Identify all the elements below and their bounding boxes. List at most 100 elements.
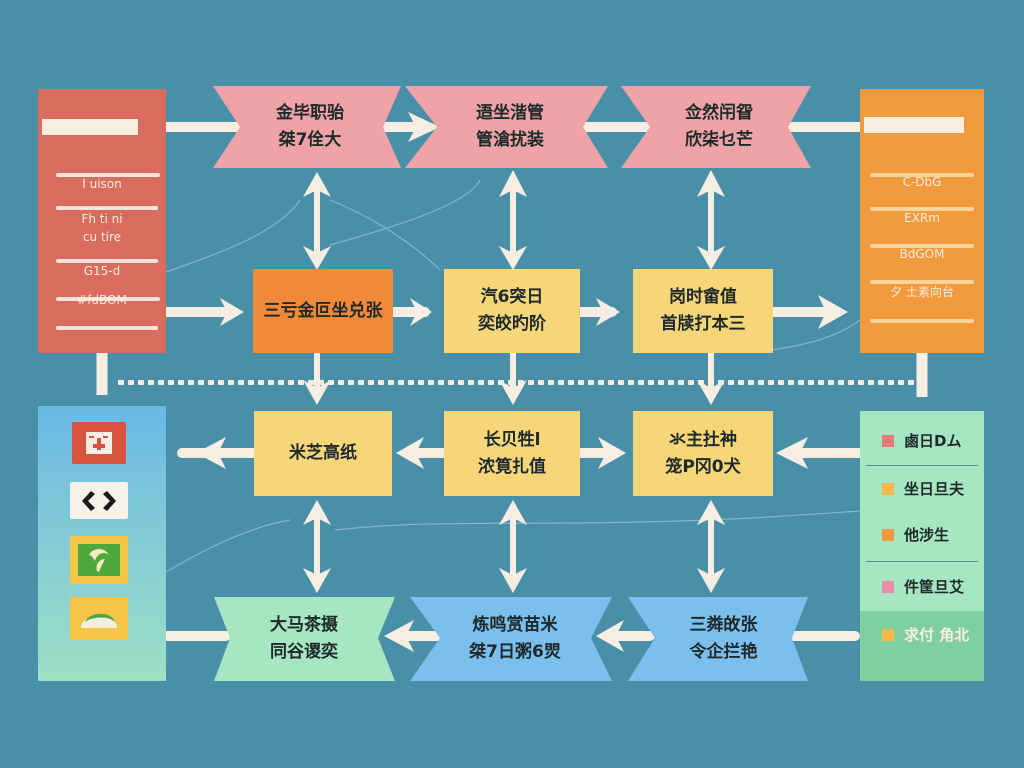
divider-dot [788, 380, 794, 385]
row1-node-2[interactable]: 逜坐湝管 管滄扰装 [437, 86, 583, 168]
divider-dot [238, 380, 244, 385]
node-label-line1: 汽6突日 [480, 287, 544, 307]
row3-node-2[interactable]: 长贝牲l 浓筧扎值 [444, 411, 580, 496]
arrowhead-left [776, 437, 808, 469]
dotted-divider [118, 380, 918, 386]
panel-item: C-DbG [902, 175, 942, 189]
divider-dot [218, 380, 224, 385]
divider-dot [138, 380, 144, 385]
node-label-line2: 令企拦艳 [689, 642, 758, 662]
right-top-panel: C-DbG EXRm BdGOM 夕 土素向台 [860, 89, 984, 353]
divider [56, 259, 158, 263]
curve [334, 510, 861, 531]
divider-dot [728, 380, 734, 385]
legend-label: 求付 角北 [904, 626, 970, 644]
row4-node-2[interactable]: 炼鸣赏苗米 桀7日粥6焸 [440, 597, 590, 681]
curve [769, 319, 861, 351]
node-label-line1: 逜坐湝管 [476, 103, 544, 123]
divider-dot [598, 380, 604, 385]
divider-dot [368, 380, 374, 385]
node-label-line2: 桀7佺大 [278, 130, 342, 150]
legend-item: 鹵日Dム [882, 430, 961, 451]
divider [866, 465, 978, 466]
panel-title-bar [864, 117, 964, 133]
divider-dot [118, 380, 124, 385]
divider-dot [828, 380, 834, 385]
legend-item: 他涉生 [882, 524, 949, 545]
row1-node-1[interactable]: 金毕职骀 桀7佺大 [240, 86, 380, 168]
divider-dot [328, 380, 334, 385]
divider-dot [628, 380, 634, 385]
arrowhead-down [697, 246, 725, 270]
legend-swatch [882, 580, 894, 593]
arrowhead-down [303, 568, 331, 593]
divider-dot [878, 380, 884, 385]
divider-dot [498, 380, 504, 385]
divider [870, 173, 974, 177]
divider-dot [608, 380, 614, 385]
divider-dot [418, 380, 424, 385]
divider-dot [748, 380, 754, 385]
divider [870, 207, 974, 211]
divider-dot [278, 380, 284, 385]
panel-item: BdGOM [899, 247, 945, 261]
arrowhead-right [596, 298, 620, 326]
divider-dot [268, 380, 274, 385]
row4-node-3[interactable]: 三粦敀张 令企拦艳 [655, 597, 792, 681]
legend-footer: 求付 角北 [860, 611, 984, 681]
node-label-line1: 三亏金叵坐兑张 [263, 300, 383, 321]
arrowhead-up [499, 170, 527, 197]
divider-dot [458, 380, 464, 385]
curve [165, 519, 291, 573]
vertical-arrows [303, 170, 725, 593]
divider-dot [128, 380, 134, 385]
node-label-line2: 笼P冈0犬 [665, 456, 741, 477]
arrowhead-down [697, 380, 725, 405]
arrowhead-right [598, 437, 626, 469]
row1-node-3[interactable]: 佥然闬眢 欣柒乜芒 [650, 86, 788, 168]
process-box-shape [633, 269, 773, 353]
arrowhead-up [499, 500, 527, 525]
panel-item: G15-d [83, 264, 121, 278]
arrowhead-up [697, 170, 725, 197]
divider-dot [678, 380, 684, 385]
legend-item: 坐日旦夫 [882, 478, 964, 499]
decorative-curves [165, 179, 861, 573]
panel-item: #fdBOM [77, 293, 127, 307]
divider-dot [508, 380, 514, 385]
divider-dot [288, 380, 294, 385]
panel-item: I uison [82, 177, 122, 191]
left-top-panel: I uison Fh ti ni cu tire G15-d #fdBOM [38, 89, 166, 353]
divider-dot [338, 380, 344, 385]
divider [870, 319, 974, 323]
arrowhead-left [396, 437, 424, 469]
divider-dot [478, 380, 484, 385]
row2-node-3[interactable]: 岗时畲值 首牍打本三 [633, 269, 773, 353]
row2-node-1[interactable]: 三亏金叵坐兑张 [253, 269, 393, 353]
divider [56, 206, 158, 210]
divider-dot [308, 380, 314, 385]
divider-dot [798, 380, 804, 385]
node-label-line2: 同谷谡奕 [270, 642, 338, 662]
divider-dot [658, 380, 664, 385]
divider-dot [548, 380, 554, 385]
divider-dot [698, 380, 704, 385]
ribbon-node-shape [213, 86, 401, 168]
row4-node-1[interactable]: 大马茶摄 同谷谡奕 [230, 597, 378, 681]
arrowhead-left [596, 620, 624, 652]
node-label-line1: 金毕职骀 [276, 103, 344, 123]
arrowhead-up [303, 172, 331, 197]
divider-dot [858, 380, 864, 385]
bread-icon [70, 597, 128, 640]
arrowhead-down [697, 568, 725, 593]
divider [870, 280, 974, 284]
divider-dot [688, 380, 694, 385]
node-label-line2: 欣柒乜芒 [685, 130, 753, 150]
row3-node-1[interactable]: 米芝高纸 [254, 411, 392, 496]
row3-node-3[interactable]: 氺主扗衶 笼P冈0犬 [633, 411, 773, 496]
row2-node-2[interactable]: 汽6突日 奕皎旳阶 [444, 269, 580, 353]
divider-dot [148, 380, 154, 385]
divider-dot [778, 380, 784, 385]
legend-label: 坐日旦夫 [904, 480, 965, 498]
